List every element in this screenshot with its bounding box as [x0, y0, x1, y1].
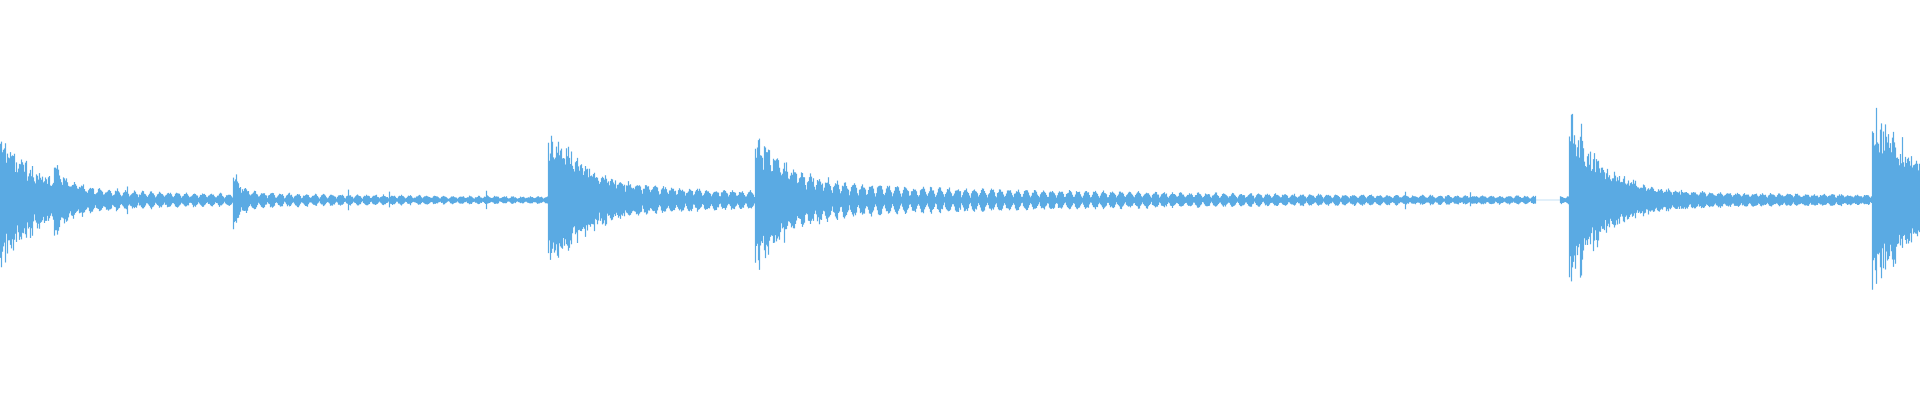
waveform-samples: [0, 107, 1920, 290]
waveform-trace: [0, 107, 1920, 290]
